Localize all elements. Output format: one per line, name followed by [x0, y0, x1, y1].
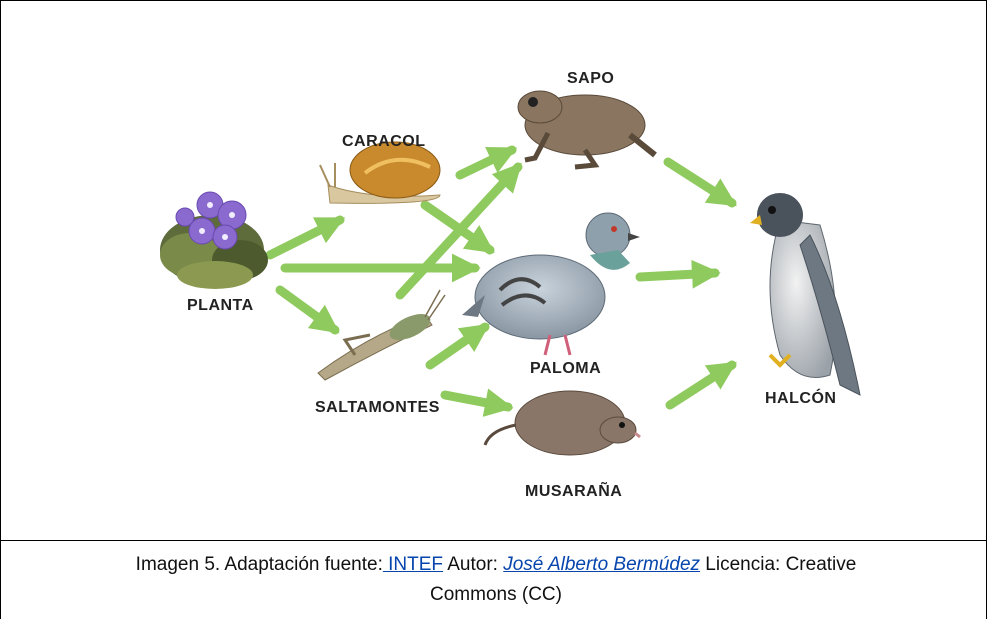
- arrow-planta-caracol: [265, 215, 346, 260]
- arrow-saltamontes-paloma: [425, 322, 490, 370]
- arrow-musarana-halcon: [665, 360, 737, 410]
- grasshopper-illustration: [317, 289, 446, 381]
- arrow-sapo-halcon: [663, 157, 737, 208]
- node-label-saltamontes: SALTAMONTES: [315, 399, 440, 416]
- node-label-halcon: HALCÓN: [765, 390, 837, 407]
- arrow-planta-saltamontes: [275, 285, 340, 335]
- arrow-caracol-sapo: [455, 145, 518, 180]
- author-prefix: Autor:: [443, 554, 504, 575]
- frame-border-left: [0, 0, 1, 619]
- author-link[interactable]: José Alberto Bermúdez: [503, 554, 701, 575]
- caption-prefix: Imagen 5. Adaptación fuente:: [135, 554, 383, 575]
- falcon-illustration: [750, 193, 861, 396]
- node-label-musarana: MUSARAÑA: [525, 483, 623, 500]
- figure-caption: Imagen 5. Adaptación fuente: INTEF Autor…: [12, 550, 980, 610]
- node-label-paloma: PALOMA: [530, 360, 602, 377]
- license-line1: Licencia: Creative: [700, 554, 857, 575]
- frame-divider: [0, 540, 987, 541]
- source-link[interactable]: INTEF: [382, 554, 444, 575]
- node-label-sapo: SAPO: [567, 70, 615, 87]
- license-line2: Commons (CC): [430, 584, 562, 605]
- frame-border-top: [0, 0, 987, 1]
- arrow-saltamontes-musarana: [440, 388, 514, 417]
- toad-illustration: [517, 90, 657, 170]
- pigeon-illustration: [462, 212, 640, 356]
- node-label-caracol: CARACOL: [342, 133, 426, 150]
- arrow-paloma-halcon: [635, 259, 721, 289]
- arrows: [265, 145, 737, 417]
- food-web-diagram: [160, 90, 861, 456]
- arrow-saltamontes-sapo: [395, 162, 523, 300]
- snail-illustration: [319, 141, 441, 204]
- plant-illustration: [160, 191, 268, 289]
- shrew-illustration: [483, 390, 641, 456]
- node-label-planta: PLANTA: [187, 297, 254, 314]
